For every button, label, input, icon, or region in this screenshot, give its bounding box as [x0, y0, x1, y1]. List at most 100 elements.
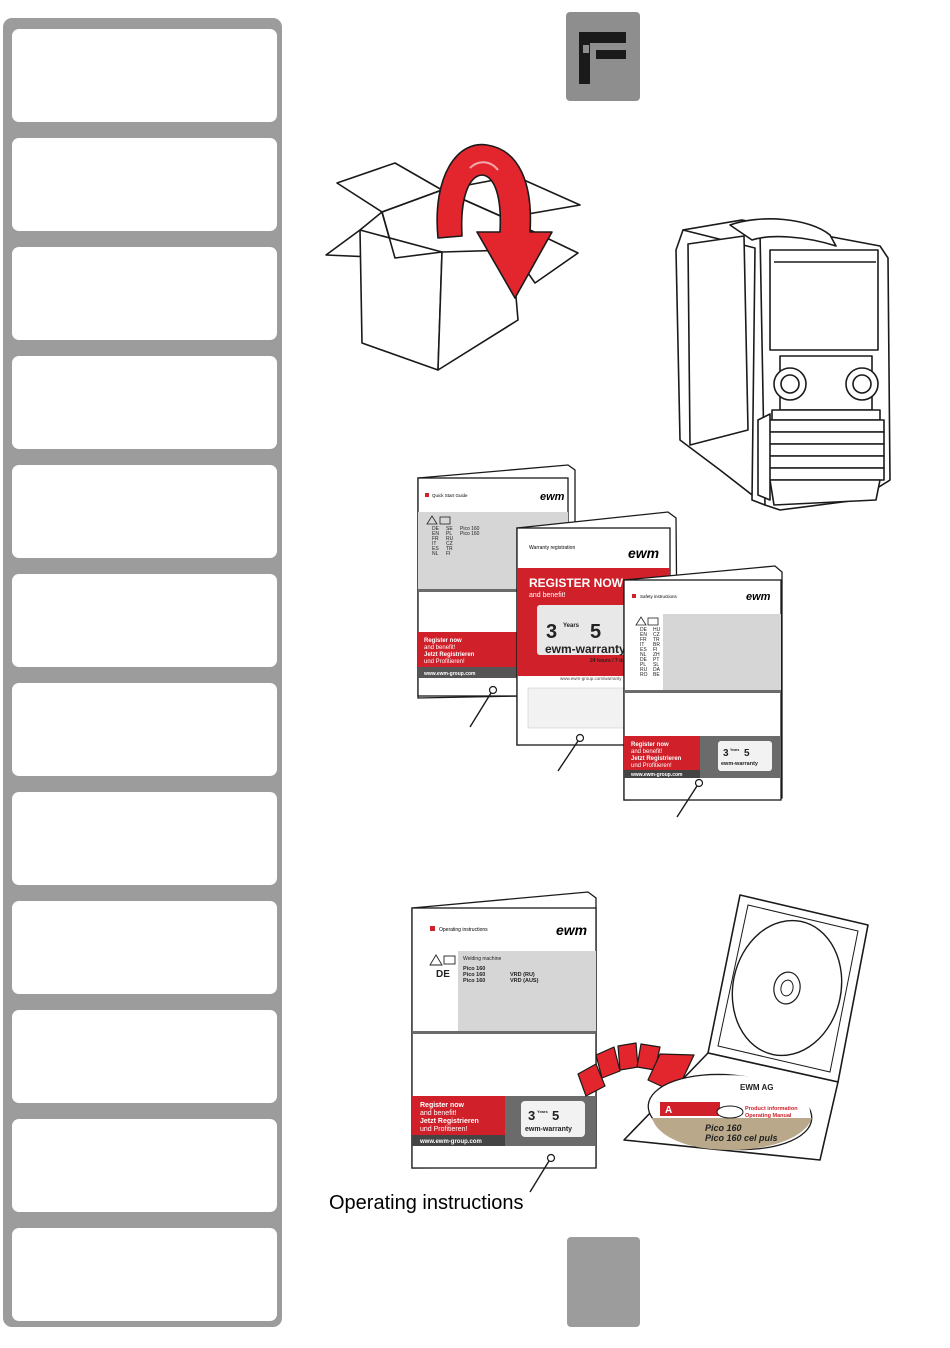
chapter-tab-9[interactable]: [12, 901, 277, 994]
operating-brand: ewm: [556, 922, 587, 938]
qs-promo: Jetzt Registrieren: [424, 652, 475, 658]
welding-machine-illustration: [675, 218, 891, 511]
chapter-tab-11[interactable]: [12, 1119, 277, 1212]
qs-lang: EN: [432, 531, 439, 537]
operating-years-a: 3: [528, 1108, 535, 1123]
qs-promo: Register now: [424, 638, 462, 644]
qs-lang: FI: [446, 551, 450, 557]
safety-promo: Jetzt Registrieren: [631, 756, 682, 762]
safety-lang: BR: [653, 642, 660, 648]
operating-years-word: Years: [537, 1109, 548, 1114]
operating-logo: ewm-warranty: [525, 1126, 572, 1133]
qs-model: Pico 160: [460, 531, 480, 537]
transfer-arrow-icon: [577, 1042, 695, 1097]
qs-url: www.ewm-group.com: [423, 671, 476, 677]
qs-lang: ES: [432, 546, 439, 552]
warranty-title: Warranty registration: [529, 545, 575, 551]
chapter-tab-8[interactable]: [12, 792, 277, 885]
cd-case-icon: A EWM AG Product information Operating M…: [623, 894, 869, 1161]
qs-model: Pico 160: [460, 526, 480, 532]
safety-lang: DE: [640, 627, 648, 633]
welding-torch-icon: [579, 32, 626, 84]
unpack-arrow-icon: [436, 143, 553, 299]
safety-url: www.ewm-group.com: [630, 772, 683, 778]
operating-subtitle: Welding machine: [463, 956, 501, 962]
warranty-logo: ewm-warranty: [545, 642, 626, 656]
qs-lang: IT: [432, 541, 436, 547]
qs-promo: und Profitieren!: [424, 659, 465, 665]
safety-lang: FR: [640, 637, 647, 643]
cd-label-a: Product information: [745, 1106, 798, 1112]
safety-promo: and benefit!: [631, 749, 663, 755]
warranty-brand: ewm: [628, 545, 659, 561]
qs-lang: PL: [446, 531, 452, 537]
svg-text:A: A: [665, 1105, 672, 1116]
operating-promo: Register now: [420, 1102, 465, 1109]
qs-lang: TR: [446, 546, 453, 552]
quick-start-title: Quick Start Guide: [432, 493, 468, 498]
chapter-tab-1[interactable]: [12, 29, 277, 122]
chapter-tab-4[interactable]: [12, 356, 277, 449]
operating-instructions-caption: Operating instructions: [329, 1192, 524, 1214]
safety-years-b: 5: [744, 748, 750, 759]
safety-lang: RO: [640, 672, 648, 678]
cd-model-b: Pico 160 cel puls: [705, 1133, 778, 1143]
warranty-headline: REGISTER NOW: [529, 576, 624, 590]
safety-lang: ZH: [653, 652, 660, 658]
safety-lang: TR: [653, 637, 660, 643]
operating-model: Pico 160: [463, 966, 485, 972]
safety-lang: PL: [640, 662, 646, 668]
qs-lang: SE: [446, 526, 453, 532]
safety-lang: DE: [640, 657, 648, 663]
safety-brand: ewm: [746, 591, 771, 603]
qs-lang: NL: [432, 551, 439, 557]
safety-lang: FI: [653, 647, 657, 653]
operating-promo: Jetzt Registrieren: [420, 1118, 479, 1125]
safety-years-a: 3: [723, 748, 729, 759]
qs-lang: FR: [432, 536, 439, 542]
qs-lang: CZ: [446, 541, 453, 547]
safety-logo: ewm-warranty: [721, 761, 759, 767]
safety-lang: EN: [640, 632, 647, 638]
warranty-years-word: Years: [563, 623, 580, 629]
warranty-years-b: 5: [590, 621, 601, 643]
page-number-box: [567, 1237, 640, 1327]
operating-variant: VRD (AUS): [510, 978, 539, 984]
operating-model: Pico 160: [463, 978, 485, 984]
safety-lang: IT: [640, 642, 644, 648]
cd-model-a: Pico 160: [705, 1123, 742, 1133]
safety-lang: CZ: [653, 632, 660, 638]
section-tab-box: [566, 12, 640, 101]
safety-years-word: Years: [730, 748, 739, 752]
chapter-tab-6[interactable]: [12, 574, 277, 667]
safety-lang: HU: [653, 627, 661, 633]
operating-variant: VRD (RU): [510, 972, 535, 978]
chapter-tab-5[interactable]: [12, 465, 277, 558]
chapter-tab-12[interactable]: [12, 1228, 277, 1321]
operating-lang: DE: [436, 969, 450, 980]
warranty-subline: and benefit!: [529, 592, 566, 599]
safety-lang: ES: [640, 647, 647, 653]
safety-lang: PT: [653, 657, 659, 663]
qs-promo: and benefit!: [424, 645, 456, 651]
operating-promo: and benefit!: [420, 1110, 457, 1117]
safety-instructions-booklet: Safety instructions ewm DE EN FR IT ES N…: [623, 565, 783, 818]
cd-label-b: Operating Manual: [745, 1113, 792, 1119]
operating-instructions-booklet: Operating instructions ewm DE Welding ma…: [411, 891, 597, 1193]
operating-url: www.ewm-group.com: [419, 1139, 482, 1145]
operating-model: Pico 160: [463, 972, 485, 978]
safety-lang: DA: [653, 667, 661, 673]
warranty-url: www.ewm-group.com/warranty: [560, 676, 622, 681]
qs-lang: RU: [446, 536, 454, 542]
qs-lang: DE: [432, 526, 440, 532]
chapter-tab-3[interactable]: [12, 247, 277, 340]
operating-title: Operating instructions: [439, 927, 488, 933]
chapter-sidebar: [3, 18, 282, 1327]
operating-years-b: 5: [552, 1108, 559, 1123]
safety-title: Safety instructions: [640, 594, 678, 599]
chapter-tab-2[interactable]: [12, 138, 277, 231]
chapter-tab-10[interactable]: [12, 1010, 277, 1103]
safety-lang: NL: [640, 652, 647, 658]
chapter-tab-7[interactable]: [12, 683, 277, 776]
